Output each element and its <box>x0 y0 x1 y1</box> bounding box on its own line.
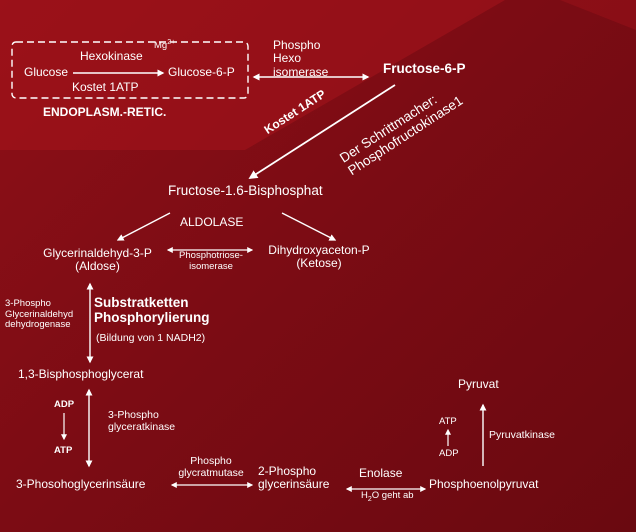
adp-left-label: ADP <box>54 399 75 410</box>
er-dashed-box <box>11 41 249 99</box>
pg2-line-2: glycerinsäure <box>258 477 330 492</box>
atp-right-label: ATP <box>439 416 457 427</box>
gapdh-line-1: 3-Phospho <box>5 298 51 309</box>
background-band-corner <box>560 0 636 30</box>
background-band <box>0 0 505 150</box>
fructose-1-6-bisphosphat-label: Fructose-1.6-Bisphosphat <box>168 183 323 198</box>
isomerase-label: Phospho Hexo isomerase <box>273 38 329 79</box>
phosphoenolpyruvat-label: Phosphoenolpyruvat <box>429 477 539 491</box>
magnesium-label: Mg2+ <box>154 38 176 52</box>
fructose-6-p-label: Fructose-6-P <box>383 61 466 76</box>
water-sub: 2 <box>367 495 372 503</box>
substrate-line-2: Phosphorylierung <box>94 310 210 326</box>
substrate-line-1: Substratketten <box>94 295 189 310</box>
nadh-note: (Bildung von 1 NADH2) <box>96 332 206 344</box>
glucose-label: Glucose <box>24 65 69 79</box>
tpi-line-2: isomerase <box>189 260 233 272</box>
isomerase-line-2: Hexo <box>273 51 302 66</box>
isomerase-line-3: isomerase <box>273 64 329 79</box>
adp-right-label: ADP <box>439 448 459 459</box>
dihydroxyaceton-p-label: Dihydroxyaceton-P (Ketose) <box>256 243 382 271</box>
tpi-line-1: Phosphotriose- <box>179 250 243 261</box>
arrow-aldolase-gap <box>116 212 171 241</box>
isomerase-line-1: Phospho <box>273 38 321 52</box>
aldolase-label: ALDOLASE <box>180 215 244 229</box>
pg2-line-1: 2-Phospho <box>258 464 317 478</box>
2-phosphoglycerinsaeure-label: 2-Phospho glycerinsäure <box>258 464 330 492</box>
pgk-line-2: glyceratkinase <box>108 420 176 433</box>
glucose-6-p-label: Glucose-6-P <box>168 65 235 79</box>
gap-type: (Aldose) <box>75 259 120 274</box>
gap-name: Glycerinaldehyd-3-P <box>43 246 152 260</box>
phosphotriose-isomerase-label: Phosphotriose- isomerase <box>172 250 250 272</box>
phosphoglyceratmutase-label: Phospho glycratmutase <box>172 455 250 480</box>
pyruvat-label: Pyruvat <box>458 377 499 391</box>
phosphoglyceratkinase-label: 3-Phospho glyceratkinase <box>108 409 176 434</box>
magnesium-symbol: Mg <box>154 40 168 51</box>
substrate-phosphorylation-title: Substratketten Phosphorylierung <box>94 295 210 325</box>
atp-left-label: ATP <box>54 445 73 456</box>
hexokinase-label: Hexokinase <box>80 49 143 63</box>
endoplasmic-reticulum-label: ENDOPLASM.-RETIC. <box>43 105 167 119</box>
gapdh-line-2: Glycerinaldehyd <box>5 308 74 320</box>
enolase-label: Enolase <box>359 466 403 480</box>
water-loss-label: H2O geht ab <box>361 490 414 503</box>
magnesium-charge: 2+ <box>167 38 176 46</box>
glycerinaldehyd-3-p-label: Glycerinaldehyd-3-P (Aldose) <box>30 246 165 274</box>
dhap-name: Dihydroxyaceton-P <box>268 243 370 257</box>
gapdh-line-3: dehydrogenase <box>5 319 71 331</box>
pgm-line-1: Phospho <box>190 455 232 467</box>
water-h: H <box>361 490 368 501</box>
hexokinase-cost-label: Kostet 1ATP <box>72 80 139 94</box>
arrow-aldolase-dhap <box>281 212 337 241</box>
arrow-f6p-f16bp <box>248 84 396 179</box>
gapdh-label: 3-Phospho Glycerinaldehyd dehydrogenase <box>5 298 74 331</box>
pgk-line-1: 3-Phospho <box>108 409 159 421</box>
dhap-type: (Ketose) <box>296 256 342 271</box>
3-phosphoglycerinsaeure-label: 3-Phosohoglycerinsäure <box>16 477 146 491</box>
pyruvatkinase-label: Pyruvatkinase <box>489 429 555 441</box>
pgm-line-2: glycratmutase <box>178 466 244 479</box>
water-rest: O geht ab <box>371 490 414 501</box>
1-3-bisphosphoglycerat-label: 1,3-Bisphosphoglycerat <box>18 367 144 381</box>
